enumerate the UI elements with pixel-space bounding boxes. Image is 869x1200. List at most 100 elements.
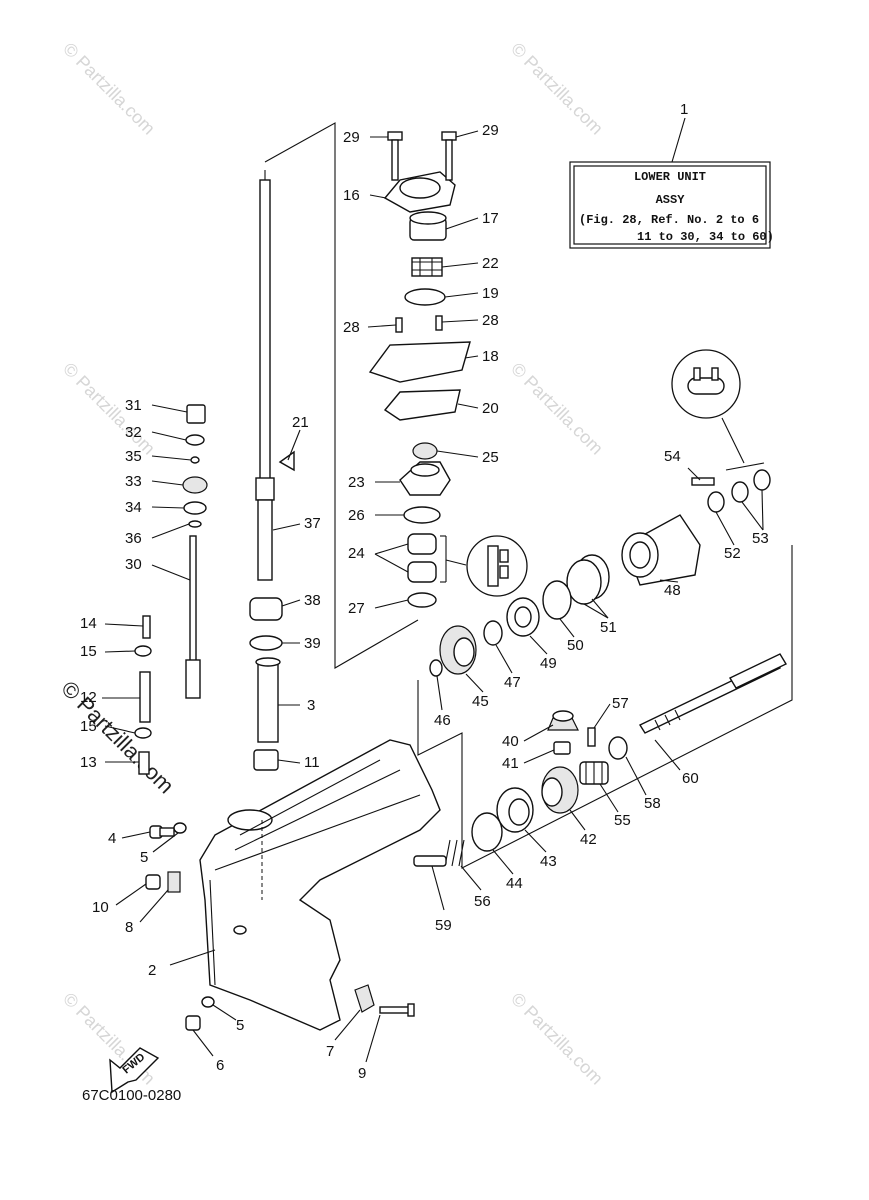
- callout-43: 43: [540, 853, 557, 870]
- callout-40: 40: [502, 733, 519, 750]
- callout-51: 51: [600, 619, 617, 636]
- lower-unit-info-box: 1 LOWER UNIT ASSY (Fig. 28, Ref. No. 2 t…: [569, 101, 774, 249]
- dowel-pin: [435, 315, 443, 331]
- water-pump-housing: [383, 171, 456, 213]
- callout-49: 49: [540, 655, 557, 672]
- clutch-55: [579, 761, 609, 785]
- callout-59: 59: [435, 917, 452, 934]
- shift-rod-nut: [186, 404, 206, 424]
- washer-15: [134, 645, 152, 657]
- oil-seal: [412, 442, 438, 460]
- callout-53: 53: [752, 530, 769, 547]
- callout-23: 23: [348, 474, 365, 491]
- callout-50: 50: [567, 637, 584, 654]
- outer-plate: [368, 341, 471, 383]
- watermark: © Partzilla.com: [59, 359, 159, 459]
- bolt-14: [142, 615, 151, 639]
- shift-rod-boot: [182, 476, 208, 494]
- callout-25: 25: [482, 449, 499, 466]
- shim-47: [483, 620, 503, 646]
- pin-57: [587, 727, 596, 747]
- callout-labels: 29 29 16 17 22 19 28 28 18 20 21 25 23 2…: [80, 122, 769, 1082]
- callout-44: 44: [506, 875, 523, 892]
- plug-10: [145, 874, 161, 890]
- leader-line: [671, 117, 686, 163]
- callout-14: 14: [80, 615, 97, 632]
- callout-11: 11: [304, 754, 320, 771]
- watermark: © Partzilla.com: [507, 39, 607, 139]
- callout-16: 16: [343, 187, 360, 204]
- washer: [407, 592, 437, 608]
- washer-5: [173, 822, 187, 834]
- gear-group-bracket: [417, 545, 793, 869]
- callout-34: 34: [125, 499, 142, 516]
- info-box-line-4: 11 to 30, 34 to 60): [637, 230, 774, 244]
- callout-41: 41: [502, 755, 519, 772]
- woodruff-key: [278, 450, 295, 472]
- callout-30: 30: [125, 556, 142, 573]
- callout-28b: 28: [482, 312, 499, 329]
- prop-shaft-housing: [621, 514, 701, 586]
- anode-8: [167, 871, 181, 893]
- callout-17: 17: [482, 210, 499, 227]
- callout-15b: 15: [80, 718, 97, 735]
- shift-rod-small-washer: [188, 520, 202, 528]
- reverse-gear-45: [439, 625, 477, 675]
- callout-2: 2: [148, 962, 156, 979]
- callout-57: 57: [612, 695, 629, 712]
- callout-21: 21: [292, 414, 309, 431]
- watermark: © Partzilla.com: [59, 989, 159, 1089]
- impeller: [411, 257, 443, 277]
- callout-8: 8: [125, 919, 133, 936]
- drive-shaft-upper: [259, 179, 271, 481]
- callout-5a: 5: [140, 849, 148, 866]
- callout-29a: 29: [343, 129, 360, 146]
- bolt: [441, 131, 457, 181]
- bearing-49: [506, 597, 540, 637]
- bracket-53: [725, 462, 765, 471]
- info-box-line-3: (Fig. 28, Ref. No. 2 to 6: [579, 213, 759, 227]
- nut-41: [553, 741, 571, 755]
- shift-rod-washer: [185, 434, 205, 446]
- pin-13: [138, 751, 150, 775]
- washer-5: [201, 996, 215, 1008]
- callout-12: 12: [80, 689, 97, 706]
- callout-29b: 29: [482, 122, 499, 139]
- watermark: © Partzilla.com: [507, 989, 607, 1089]
- callout-1: 1: [680, 101, 688, 118]
- spring-56: [444, 839, 465, 867]
- bolt-54: [691, 477, 715, 486]
- bearing-52: [707, 491, 725, 513]
- o-ring: [404, 288, 446, 306]
- gasket: [383, 389, 461, 421]
- seal-53: [731, 481, 749, 503]
- propeller-shaft-60: [638, 653, 787, 734]
- shim-46: [429, 659, 443, 677]
- bolt: [387, 131, 403, 181]
- callout-42: 42: [580, 831, 597, 848]
- info-box-frame: [569, 161, 771, 249]
- callout-27: 27: [348, 600, 365, 617]
- detail-view-circle: [440, 535, 528, 597]
- callout-28a: 28: [343, 319, 360, 336]
- group-bracket: [264, 122, 419, 669]
- info-box-line-1: LOWER UNIT: [634, 170, 706, 184]
- drive-shaft: [255, 170, 275, 581]
- part-code: 67C0100-0280: [82, 1087, 181, 1104]
- callout-36: 36: [125, 530, 142, 547]
- pinion-40: [547, 710, 579, 731]
- shift-cam-rod: [139, 671, 151, 723]
- callout-60: 60: [682, 770, 699, 787]
- callout-22: 22: [482, 255, 499, 272]
- callout-20: 20: [482, 400, 499, 417]
- o-ring-50: [542, 580, 572, 620]
- callout-13: 13: [80, 754, 97, 771]
- watermark: © Partzilla.com: [59, 39, 159, 139]
- callout-5b: 5: [236, 1017, 244, 1034]
- oil-seal: [407, 533, 437, 555]
- callout-10: 10: [92, 899, 109, 916]
- bolt-4: [149, 825, 175, 839]
- callout-15a: 15: [80, 643, 97, 660]
- watermark-dark: © Partzilla.com: [56, 676, 179, 799]
